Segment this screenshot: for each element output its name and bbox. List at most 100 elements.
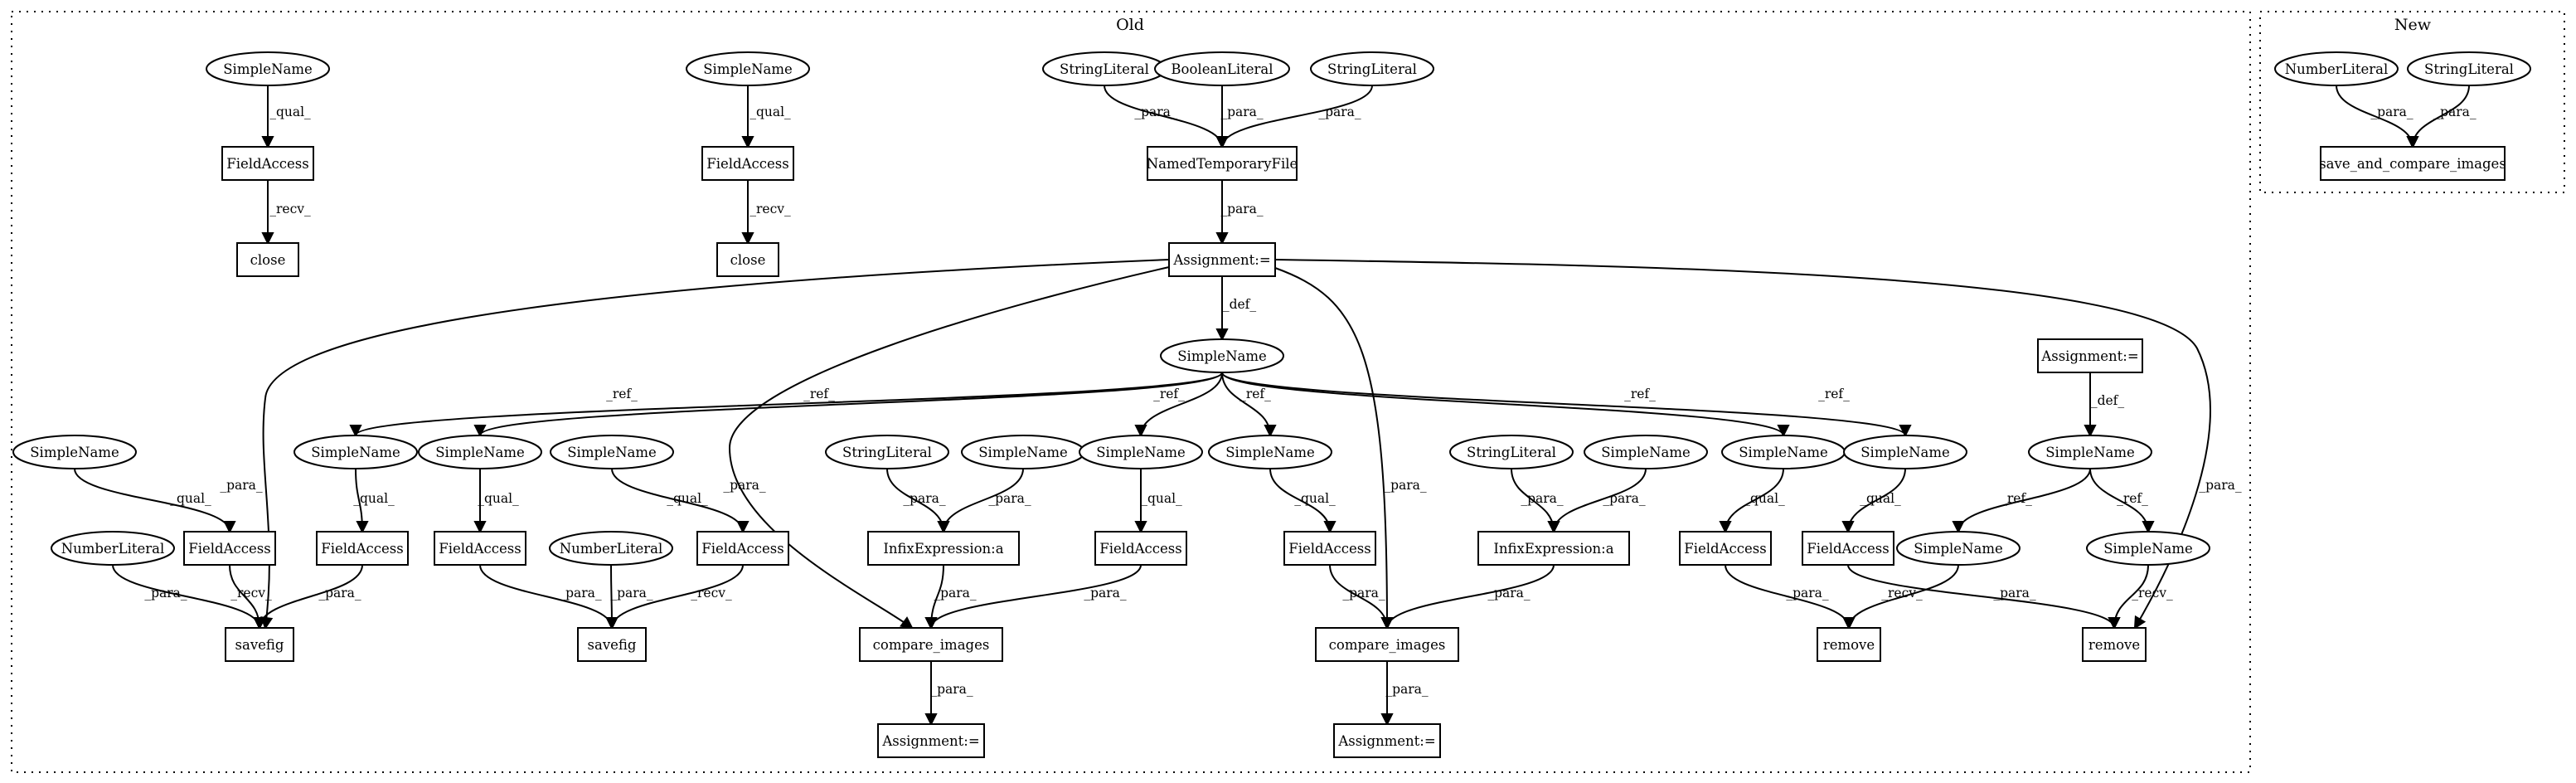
node-new_num: NumberLiteral	[2274, 51, 2399, 86]
edge-asg_top-to-ci1: _para_	[723, 266, 1170, 630]
edge-sn_r-to-sn_rr2: _ref_	[2089, 468, 2155, 534]
node-sn_rr1: SimpleName	[1896, 531, 2021, 566]
node-label: compare_images	[1329, 637, 1446, 653]
edge-label: _para_	[220, 478, 263, 493]
edge-arrowhead	[1323, 521, 1337, 534]
edge-arrowhead	[1952, 521, 1965, 534]
node-savefig1: savefig	[225, 627, 294, 662]
node-label: SimpleName	[2045, 445, 2135, 460]
edge-arrowhead	[1841, 521, 1855, 534]
edge-sn_r1-to-fa_r1: _qual_	[1719, 468, 1785, 534]
edge-sn_m1-to-fa_m1: _qual_	[1134, 468, 1182, 534]
edge-label: _recv_	[691, 586, 732, 601]
node-label: StringLiteral	[1060, 61, 1149, 77]
edge-ntf-to-asg_top: _para_	[1215, 180, 1264, 246]
edge-arrowhead	[349, 425, 362, 438]
edge-sn_l3-to-fa_l3: _qual_	[473, 469, 519, 534]
edge-label: _ref_	[606, 387, 638, 401]
node-label: close	[730, 252, 766, 268]
node-shape-ellipse	[51, 531, 175, 566]
node-str1: StringLiteral	[1042, 51, 1167, 86]
edge-label: _para_	[930, 682, 973, 697]
edge-label: _para_	[903, 491, 946, 506]
edge-arrowhead	[1215, 136, 1229, 149]
edge-arrowhead	[1380, 713, 1394, 727]
node-label: SimpleName	[435, 445, 525, 460]
node-label: SimpleName	[2103, 541, 2193, 557]
edge-label: _qual_	[667, 491, 708, 506]
node-shape-box	[701, 146, 794, 181]
node-close1: close	[236, 242, 299, 277]
edge-fa2-to-close2: _recv_	[741, 179, 791, 246]
edge-fa_m1-to-ci1: _para_	[924, 564, 1142, 630]
edge-label: _qual_	[750, 105, 791, 119]
node-label: NumberLiteral	[560, 541, 663, 557]
edge-arrowhead	[924, 713, 938, 727]
node-shape-box	[1168, 242, 1276, 277]
node-sn1: SimpleName	[206, 51, 330, 86]
node-sn_r: SimpleName	[2028, 435, 2152, 469]
node-shape-ellipse	[1208, 435, 1332, 469]
edge-arrowhead	[1719, 521, 1732, 534]
node-shape-box	[1283, 531, 1376, 566]
edge-label: _def_	[1223, 297, 1257, 312]
edge-label: _recv_	[230, 586, 272, 601]
edge-label: _para_	[2433, 105, 2477, 119]
edge-sn_l1-to-fa_l1: _qual_	[74, 468, 236, 534]
node-shape-box	[316, 531, 409, 566]
node-label: SimpleName	[1914, 541, 2003, 557]
edge-line	[112, 564, 260, 629]
edge-ci2-to-asg_b2: _para_	[1380, 661, 1429, 727]
edge-label: _qual_	[353, 491, 395, 506]
edge-line	[262, 259, 1170, 629]
edge-fa_l3-to-savefig2: _para_	[479, 564, 619, 630]
edge-label: _para_	[1786, 586, 1829, 601]
node-str_m: StringLiteral	[1449, 435, 1574, 469]
node-label: FieldAccess	[188, 541, 270, 557]
edge-label: _def_	[2091, 393, 2125, 408]
edge-sn_rr2-to-remove2: _recv_	[2108, 564, 2173, 630]
node-shape-ellipse	[2086, 531, 2210, 566]
edge-label: _para_	[1993, 586, 2036, 601]
edge-label: _recv_	[269, 202, 311, 216]
node-sn_m3: SimpleName	[1584, 435, 1708, 469]
node-sn_main: SimpleName	[1160, 338, 1284, 373]
edge-sn_main-to-sn_l2: _ref_	[349, 372, 1223, 438]
node-label: NamedTemporaryFile	[1147, 156, 1298, 172]
edge-ci1-to-asg_b1: _para_	[924, 660, 973, 727]
node-fa_r2: FieldAccess	[1802, 531, 1894, 566]
node-savefig2: savefig	[577, 627, 647, 662]
node-label: Assignment:=	[2040, 348, 2138, 364]
node-label: FieldAccess	[1288, 541, 1370, 557]
edge-label: _para_	[610, 586, 653, 601]
edge-label: _para_	[1134, 105, 1177, 119]
node-label: FieldAccess	[321, 541, 403, 557]
node-ntf: NamedTemporaryFile	[1147, 146, 1298, 181]
node-label: StringLiteral	[1467, 445, 1556, 460]
edge-label: _para_	[1521, 491, 1564, 506]
edge-sn_l2-to-fa_l2: _qual_	[353, 468, 395, 534]
node-shape-box	[577, 627, 647, 662]
edge-sn_main-to-sn_l3: _ref_	[473, 372, 1223, 438]
node-label: SimpleName	[703, 61, 793, 77]
node-label: save_and_compare_images	[2319, 156, 2506, 172]
edge-fa_r1-to-remove1: _para_	[1725, 564, 1856, 630]
node-label: remove	[1823, 637, 1875, 653]
edge-arrowhead	[900, 616, 914, 630]
node-num_l: NumberLiteral	[51, 531, 175, 566]
node-shape-ellipse	[686, 51, 810, 86]
node-sn_m1: SimpleName	[1079, 435, 1203, 469]
edge-arrowhead	[2108, 617, 2121, 630]
cluster-new: New	[2259, 11, 2565, 193]
node-sn_m2: SimpleName	[1208, 435, 1332, 469]
node-fa_r1: FieldAccess	[1679, 531, 1772, 566]
node-label: remove	[2088, 637, 2140, 653]
edge-arrowhead	[937, 521, 950, 534]
edge-label: _recv_	[2132, 586, 2173, 601]
edge-label: _qual_	[1141, 491, 1182, 506]
node-shape-ellipse	[1160, 338, 1284, 373]
edge-arrowhead	[253, 617, 266, 630]
edge-line	[1847, 564, 2115, 629]
node-shape-box	[696, 531, 789, 566]
node-label: FieldAccess	[439, 541, 521, 557]
